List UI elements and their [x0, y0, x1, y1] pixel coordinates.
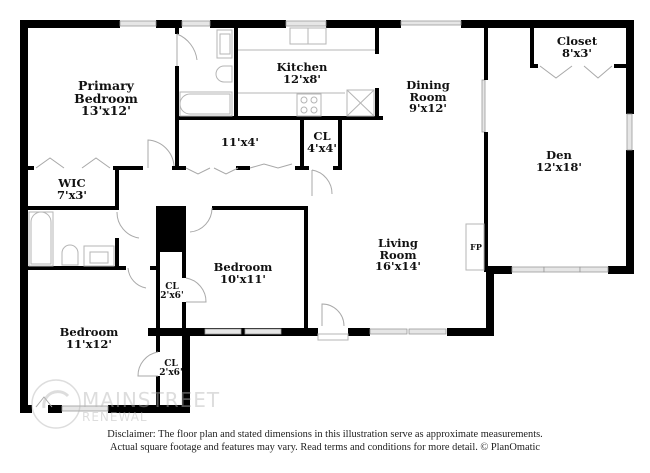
watermark-line1: MAINSTREET	[82, 388, 221, 412]
room-dimensions: 11'x4'	[221, 135, 259, 149]
room-name: Living	[378, 236, 418, 250]
room-name: CL	[313, 129, 331, 143]
room-den: Den 12'x18'	[536, 148, 582, 174]
room-name: Closet	[556, 34, 598, 48]
windows	[61, 20, 633, 412]
disclaimer-line1: Disclaimer: The floor plan and stated di…	[107, 429, 543, 440]
room-name: Bedroom	[213, 260, 273, 274]
doors	[35, 33, 613, 408]
room-name: Bedroom	[74, 90, 138, 106]
interior-walls	[20, 20, 628, 413]
fireplace-label: FP	[470, 242, 482, 252]
room-dimensions: 11'x12'	[66, 336, 112, 351]
watermark-logo-icon	[31, 379, 81, 429]
room-kitchen: Kitchen 12'x8'	[276, 60, 328, 86]
room-name: Room	[379, 247, 417, 262]
room-name: Dining	[406, 78, 450, 92]
room-name: Kitchen	[276, 60, 328, 74]
room-bedroom-left: Bedroom 11'x12'	[59, 325, 119, 351]
disclaimer-line2: Actual square footage and features may v…	[110, 442, 540, 453]
room-name: CL	[165, 282, 179, 292]
room-dimensions: 12'x8'	[283, 71, 321, 86]
room-dimensions: 4'x4'	[307, 140, 337, 155]
room-cl-4x4: CL 4'x4'	[307, 129, 337, 155]
room-dimensions: 10'x11'	[220, 271, 266, 286]
room-name: Primary	[78, 78, 134, 93]
room-dining-room: Dining Room 9'x12'	[406, 78, 450, 115]
room-hall-closet: 11'x4'	[221, 135, 259, 149]
room-name: Den	[546, 148, 572, 162]
room-dimensions: 7'x3'	[57, 187, 87, 202]
room-cl-2x6-upper: CL 2'x6'	[160, 283, 183, 301]
room-den-closet: Closet 8'x3'	[556, 34, 598, 60]
room-dimensions: 2'x6'	[159, 368, 183, 378]
room-living-room: Living Room 16'x14'	[375, 236, 421, 273]
room-dimensions: 8'x3'	[562, 45, 592, 60]
fixtures	[28, 27, 485, 271]
watermark-line2: RENEWAL	[82, 410, 148, 424]
room-dimensions: 13'x12'	[81, 103, 131, 118]
room-dimensions: 12'x18'	[536, 159, 582, 174]
disclaimer: Disclaimer: The floor plan and stated di…	[0, 428, 650, 454]
room-name: CL	[164, 359, 178, 369]
room-dimensions: 16'x14'	[375, 259, 421, 273]
room-dimensions: 9'x12'	[409, 101, 447, 115]
room-dimensions: 2'x6'	[160, 291, 184, 301]
room-primary-bedroom: Primary Bedroom 13'x12'	[74, 78, 138, 118]
room-wic: WIC 7'x3'	[57, 176, 87, 202]
room-cl-2x6-lower: CL 2'x6'	[159, 360, 182, 378]
room-name: Room	[409, 89, 447, 104]
room-bedroom-center: Bedroom 10'x11'	[213, 260, 273, 286]
room-name: WIC	[58, 176, 86, 190]
room-name: Bedroom	[59, 325, 119, 339]
